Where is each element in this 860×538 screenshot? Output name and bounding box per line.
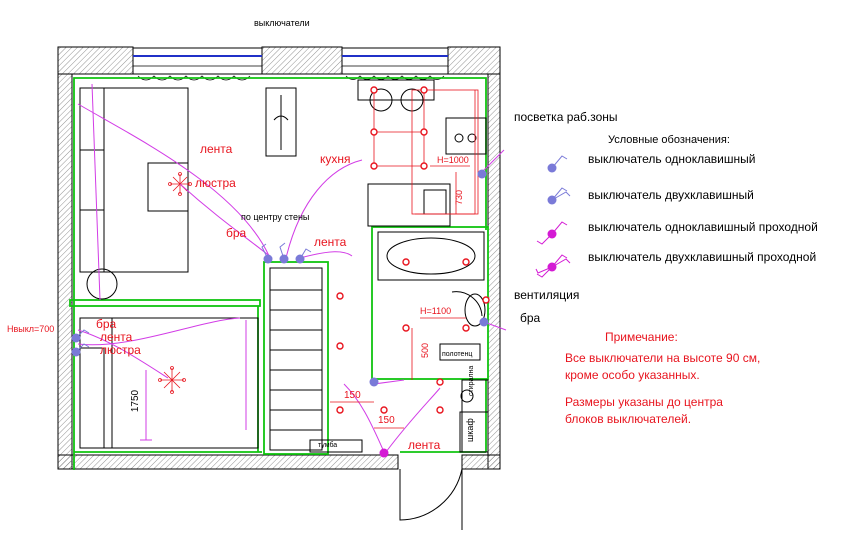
label-h1000: H=1000 (437, 155, 469, 165)
furniture (79, 79, 489, 530)
note-line-2: кроме особо указанных. (565, 368, 700, 382)
label-dim-150a: 150 (344, 390, 361, 401)
legend-item-single: выключатель одноклавишный (588, 152, 756, 166)
label-tape-1: лента (200, 142, 233, 156)
label-chandelier-2: люстра (100, 343, 141, 357)
label-nvykl: Hвыкл=700 (7, 324, 55, 334)
plan-switches (71, 169, 489, 458)
label-sconce-3: бра (520, 311, 541, 325)
room-pantry: тумба (318, 442, 338, 449)
note-line-4: блоков выключателей. (565, 412, 692, 426)
room-towel: полотенц (442, 351, 473, 358)
legend-item-single-pass: выключатель одноклавишный проходной (588, 220, 818, 234)
note-line-1: Все выключатели на высоте 90 см, (565, 351, 761, 365)
room-closet: шкаф (465, 418, 475, 442)
label-dim-150b: 150 (378, 415, 395, 426)
label-dim-730: 730 (454, 189, 465, 206)
note-title: Примечание: (605, 330, 678, 344)
label-tape-4: лента (408, 438, 441, 452)
label-sconce-2: бра (96, 317, 117, 331)
legend-title: Условные обозначения: (608, 134, 730, 146)
note-line-3: Размеры указаны до центра (565, 395, 723, 409)
wiring (77, 83, 507, 453)
label-h1100: H=1100 (420, 306, 452, 316)
legend-icon-double-pass (535, 254, 571, 278)
room-kitchen: кухня (320, 152, 351, 166)
label-sconce-1: бра (226, 226, 247, 240)
label-tape-3: лента (100, 330, 133, 344)
label-ventilation: вентиляция (514, 288, 580, 302)
label-center-wall: по центру стены (241, 212, 310, 222)
label-dim-1750: 1750 (130, 389, 142, 413)
red-light-points (336, 86, 490, 414)
room-washer: стирална (468, 365, 475, 396)
label-dim-500: 500 (420, 342, 431, 359)
label-work-zone: посветка раб.зоны (514, 110, 618, 124)
legend-item-double-pass: выключатель двухклавишный проходной (588, 250, 817, 264)
dimensions (330, 165, 470, 429)
legend-icon-single (547, 155, 568, 173)
page-title: выключатели (254, 18, 310, 28)
kitchen-lights (373, 89, 479, 215)
legend-item-double: выключатель двухклавишный (588, 188, 754, 202)
legend-icon-single-pass (536, 221, 568, 245)
label-chandelier-1: люстра (195, 176, 236, 190)
legend-icons (535, 155, 571, 278)
label-tape-2: лента (314, 235, 347, 249)
exterior-walls (57, 46, 501, 470)
legend-icon-double (547, 187, 571, 205)
chandelier-symbols (158, 172, 192, 394)
